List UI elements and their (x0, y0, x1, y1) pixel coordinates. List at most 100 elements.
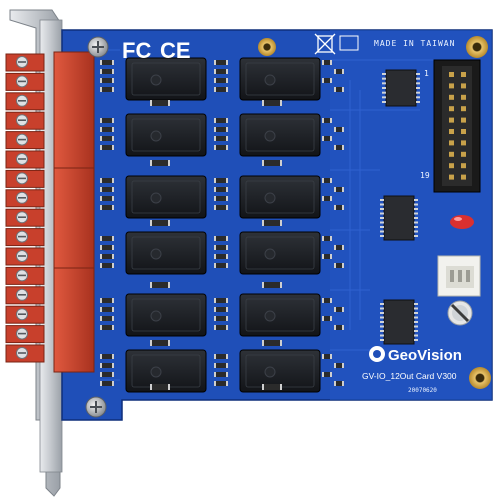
resistor (100, 178, 114, 183)
resistor (214, 145, 228, 150)
header-pin (461, 72, 466, 77)
resistor (214, 60, 228, 65)
mount-hole-top-right (466, 36, 488, 58)
ic-chip (380, 299, 418, 345)
relay (125, 293, 207, 337)
ribbon-header (433, 59, 481, 193)
resistor (100, 298, 114, 303)
header-pin (461, 106, 466, 112)
resistor (100, 136, 114, 141)
relay (125, 175, 207, 219)
resistor (214, 307, 228, 312)
resistor (100, 118, 114, 123)
ic-chips (380, 69, 420, 345)
resistor (262, 282, 282, 288)
status-led (450, 215, 474, 229)
header-pin (461, 83, 466, 89)
capacitor (447, 300, 473, 326)
fc-mark: FC (122, 38, 151, 63)
relay (239, 231, 321, 275)
resistor (334, 381, 344, 386)
serial-label: 20070620 (408, 387, 437, 394)
resistor (214, 78, 228, 83)
header-pin-1-label: 1 (424, 69, 429, 78)
resistor (334, 307, 344, 312)
resistor (334, 205, 344, 210)
ic-chip (380, 195, 418, 241)
relay (239, 349, 321, 393)
weee-icon (314, 33, 336, 55)
terminal-screw (5, 305, 45, 324)
terminal-housing (53, 51, 95, 169)
terminal-housing (53, 167, 95, 269)
resistor (322, 196, 332, 201)
resistor (214, 263, 228, 268)
resistor (100, 78, 114, 83)
terminal-screw (5, 325, 45, 344)
header-pin (449, 129, 454, 134)
resistor (214, 316, 228, 321)
header-pin (449, 83, 454, 89)
header-pin (449, 163, 454, 169)
resistor (214, 372, 228, 377)
terminal-screw (5, 72, 45, 91)
resistor (322, 354, 332, 359)
resistor (334, 145, 344, 150)
resistor (262, 100, 282, 106)
header-pin (461, 129, 466, 134)
resistor (214, 254, 228, 259)
resistor (100, 245, 114, 250)
resistor (100, 316, 114, 321)
mount-hole-bottom-right (469, 367, 491, 389)
smd-components (100, 60, 344, 390)
made-in-label: MADE IN TAIWAN (374, 39, 455, 48)
resistor (214, 236, 228, 241)
resistor (100, 205, 114, 210)
terminal-screw (5, 53, 45, 72)
header-pin (449, 106, 454, 112)
resistor (214, 187, 228, 192)
resistor (214, 381, 228, 386)
brand-label: GeoVision (388, 347, 462, 364)
resistor (100, 187, 114, 192)
resistor (100, 307, 114, 312)
header-pin (449, 117, 454, 123)
terminal-screw (5, 208, 45, 227)
resistor (214, 87, 228, 92)
resistor (322, 372, 332, 377)
resistor (262, 340, 282, 346)
resistor (100, 325, 114, 330)
resistor (214, 245, 228, 250)
resistor (150, 340, 170, 346)
resistor (150, 384, 170, 390)
resistor (150, 282, 170, 288)
resistor (322, 136, 332, 141)
resistor (262, 384, 282, 390)
resistor (322, 60, 332, 65)
resistor (100, 372, 114, 377)
resistor (214, 298, 228, 303)
header-pin (461, 117, 466, 123)
resistor (214, 363, 228, 368)
resistor (334, 245, 344, 250)
resistor (100, 145, 114, 150)
relay (125, 113, 207, 157)
resistor (322, 236, 332, 241)
resistor (214, 69, 228, 74)
resistor (214, 325, 228, 330)
terminal-screw (5, 228, 45, 247)
header-pin (449, 94, 454, 100)
model-label: GV-IO_12Out Card V300 (362, 371, 457, 381)
resistor (322, 78, 332, 83)
resistor (262, 160, 282, 166)
terminal-block (5, 51, 95, 373)
relay (239, 293, 321, 337)
resistor (100, 254, 114, 259)
resistor (322, 254, 332, 259)
resistor (322, 298, 332, 303)
header-pin-19-label: 19 (420, 171, 430, 180)
header-pin (461, 140, 466, 146)
header-pin (461, 174, 466, 180)
resistor (100, 69, 114, 74)
